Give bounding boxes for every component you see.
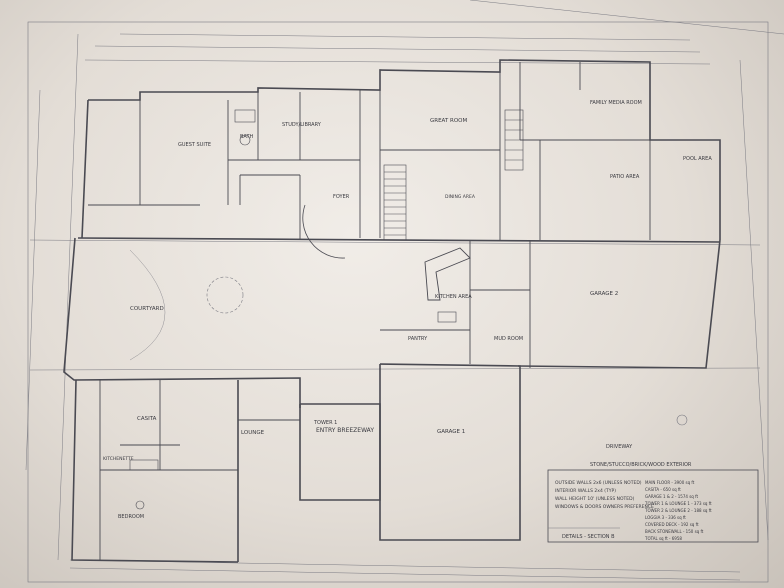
room-label-pool: POOL AREA (683, 156, 712, 162)
room-label-patio: PATIO AREA (610, 174, 640, 180)
room-label-courtyard: COURTYARD (130, 306, 164, 312)
room-label-tower-1: TOWER 1 (313, 420, 337, 426)
wall-note-3: WALL HEIGHT 10' (UNLESS NOTED) (555, 496, 635, 502)
room-label-guest-suite: GUEST SUITE (178, 142, 211, 148)
area-line: COVERED DECK - 192 sq ft (645, 522, 699, 527)
room-label-driveway: DRIVEWAY (606, 444, 633, 450)
area-line: BACK STONEWALL - 150 sq ft (645, 529, 704, 534)
wall-note-2: INTERIOR WALLS 2x4 (TYP) (555, 488, 616, 494)
room-label-kitchenette: KITCHENETTE (103, 456, 134, 462)
area-line: TOWER 2 & LOUNGE 2 - 188 sq ft (644, 508, 712, 513)
area-line: GARAGE 1 & 2 - 1574 sq ft (645, 494, 698, 499)
room-label-bath: BATH (240, 134, 254, 140)
room-label-bedroom: BEDROOM (118, 514, 144, 520)
room-label-study: STUDY/LIBRARY (282, 122, 322, 128)
area-line: CASITA - 650 sq ft (645, 487, 681, 492)
area-line: TOWER 1 & LOUNGE 1 - 373 sq ft (644, 501, 712, 506)
room-label-family-room: FAMILY MEDIA ROOM (590, 100, 642, 106)
room-label-entry-breezeway: ENTRY BREEZEWAY (316, 427, 374, 434)
room-label-dining: DINING AREA (445, 194, 476, 200)
room-label-garage-2: GARAGE 2 (590, 291, 618, 297)
area-line: TOTAL sq ft - 6958 (644, 536, 682, 541)
wall-note-1: OUTSIDE WALLS 2x6 (UNLESS NOTED) (555, 480, 642, 486)
room-label-foyer: FOYER (333, 194, 350, 200)
area-line: MAIN FLOOR - 3900 sq ft (645, 480, 695, 485)
exterior-note: STONE/STUCCO/BRICK/WOOD EXTERIOR (590, 462, 692, 468)
room-label-casita: CASITA (137, 416, 157, 422)
room-label-great-room: GREAT ROOM (430, 118, 467, 124)
wall-note-4: WINDOWS & DOORS OWNERS PREFERENCE (555, 504, 654, 510)
room-label-pantry: PANTRY (408, 336, 428, 342)
room-label-lounge: LOUNGE (241, 430, 265, 436)
room-label-kitchen: KITCHEN AREA (435, 294, 472, 300)
room-label-mud-room: MUD ROOM (494, 336, 523, 342)
details-note: DETAILS - SECTION B (562, 534, 615, 540)
area-line: LOGGIA 3 - 336 sq ft (645, 515, 686, 520)
room-label-garage-1: GARAGE 1 (437, 429, 465, 435)
